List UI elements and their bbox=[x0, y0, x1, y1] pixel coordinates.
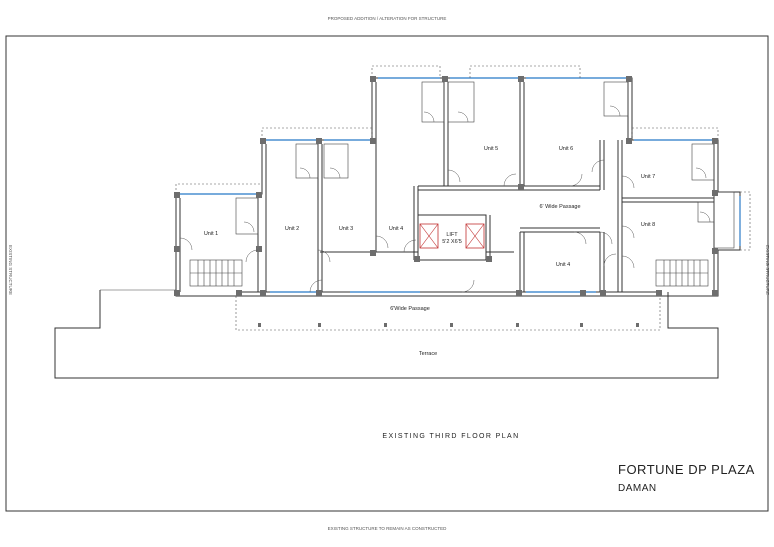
top-note: PROPOSED ADDITION / ALTERATION FOR STRUC… bbox=[328, 16, 447, 21]
staircase-left bbox=[189, 259, 243, 287]
door-swings bbox=[179, 105, 711, 293]
terrace-outline bbox=[54, 290, 719, 379]
lift-label: LIFT bbox=[446, 232, 458, 238]
project-location: DAMAN bbox=[618, 483, 657, 494]
unit-1-label: Unit 1 bbox=[204, 231, 218, 237]
unit-3-label: Unit 3 bbox=[339, 226, 353, 232]
interior-walls bbox=[317, 82, 714, 292]
lift-core bbox=[417, 214, 487, 261]
unit-4-label-left: Unit 4 bbox=[389, 226, 403, 232]
structural-columns bbox=[174, 76, 718, 327]
title-block: FORTUNE DP PLAZA DAMAN bbox=[618, 462, 755, 494]
lower-passage-label: 6'Wide Passage bbox=[390, 306, 430, 312]
balcony-edge bbox=[235, 296, 661, 331]
left-note: EXISTING STRUCTURE bbox=[8, 245, 13, 295]
unit-8-label: Unit 8 bbox=[641, 222, 655, 228]
exterior-walls bbox=[175, 77, 741, 297]
project-name: FORTUNE DP PLAZA bbox=[618, 462, 755, 477]
terrace-label: Terrace bbox=[419, 351, 437, 357]
windows bbox=[180, 77, 741, 293]
upper-passage-label: 6' Wide Passage bbox=[539, 204, 580, 210]
unit-2-label: Unit 2 bbox=[285, 226, 299, 232]
drawing-caption: EXISTING THIRD FLOOR PLAN bbox=[382, 433, 519, 440]
unit-6-label: Unit 6 bbox=[559, 146, 573, 152]
staircase-right bbox=[655, 259, 709, 287]
sheet-border bbox=[5, 35, 769, 512]
toilet-blocks bbox=[235, 81, 735, 249]
right-note: EXISTING STRUCTURE bbox=[765, 245, 770, 295]
unit-7-label: Unit 7 bbox=[641, 174, 655, 180]
unit-5-label: Unit 5 bbox=[484, 146, 498, 152]
projection-lines bbox=[175, 65, 751, 251]
bottom-note: EXISTING STRUCTURE TO REMAIN AS CONSTRUC… bbox=[328, 526, 448, 531]
lift-size-label: 5'2 X6'5 bbox=[442, 239, 462, 245]
unit-4-label-right: Unit 4 bbox=[556, 262, 570, 268]
